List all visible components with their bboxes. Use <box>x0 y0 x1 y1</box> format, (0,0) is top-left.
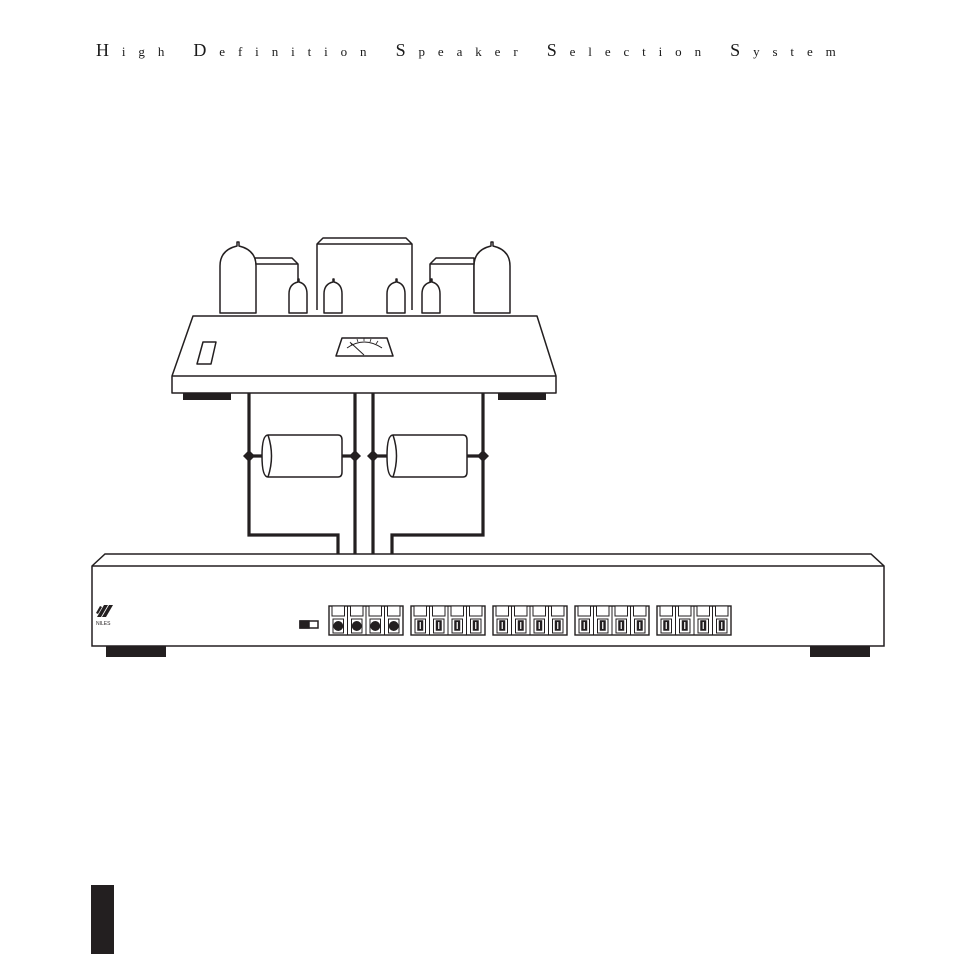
tube-small-4 <box>422 279 440 313</box>
capacitor-right <box>387 435 467 477</box>
tube-amplifier <box>172 238 556 400</box>
page-edge-tab <box>91 885 114 954</box>
selector-foot-left <box>106 646 166 657</box>
capacitor-left <box>262 435 342 477</box>
speaker-selector-unit: NILES <box>92 554 884 657</box>
logo-text: NILES <box>96 621 111 627</box>
tube-large-right <box>474 242 510 313</box>
selector-switch <box>300 621 318 628</box>
tube-large-left <box>220 242 256 313</box>
terminal-group-4 <box>575 606 649 635</box>
terminal-blocks <box>329 606 731 635</box>
terminal-group-5 <box>657 606 731 635</box>
selector-chassis <box>92 554 884 646</box>
selector-foot-right <box>810 646 870 657</box>
vu-meter <box>336 338 393 356</box>
terminal-group-3 <box>493 606 567 635</box>
terminal-group-2 <box>411 606 485 635</box>
terminal-group-1 <box>329 606 403 635</box>
